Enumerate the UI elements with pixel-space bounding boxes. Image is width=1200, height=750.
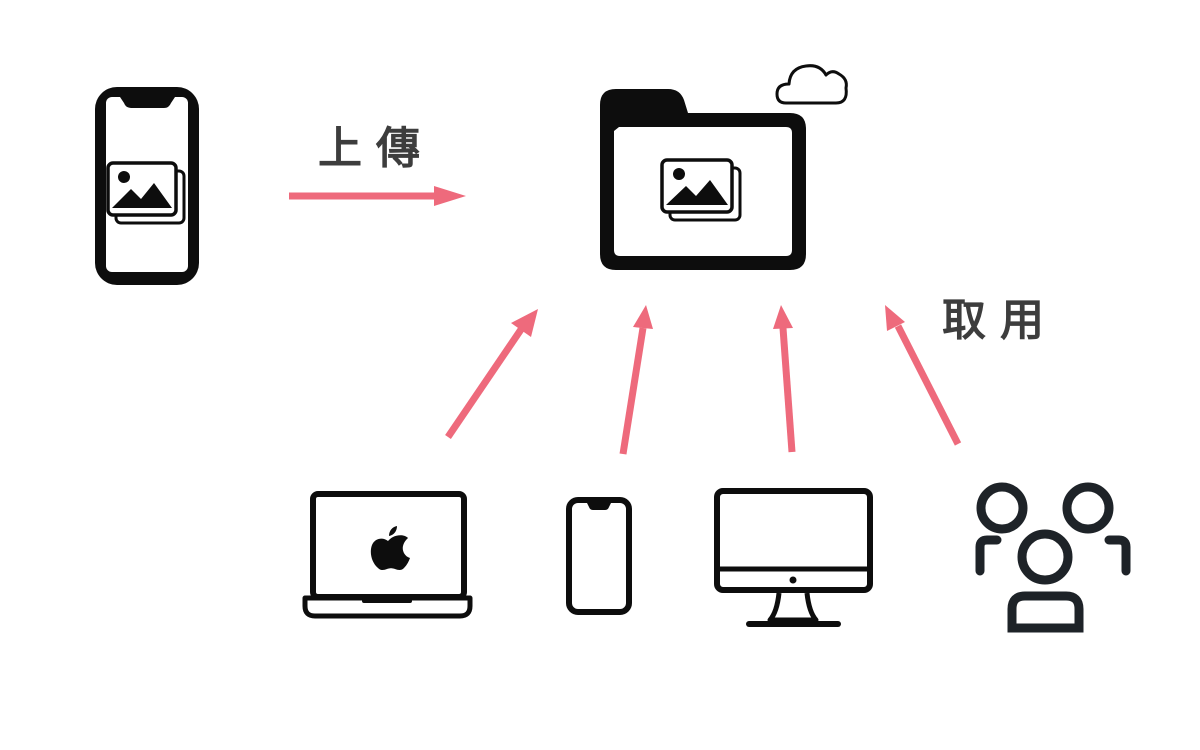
access-arrow-group xyxy=(885,305,962,446)
cloud-icon xyxy=(775,64,848,105)
folder-photos-icon xyxy=(660,158,742,222)
access-label: 取用 xyxy=(942,295,1058,346)
laptop-icon xyxy=(302,491,473,619)
upload-arrow xyxy=(289,186,466,206)
cloud-folder-icon xyxy=(600,89,806,270)
photos-icon xyxy=(106,161,186,225)
phone-icon xyxy=(566,497,632,615)
apple-logo-icon xyxy=(370,526,410,570)
source-phone-icon xyxy=(95,87,199,285)
upload-label: 上傳 xyxy=(318,123,434,174)
access-arrow-laptop xyxy=(445,309,538,439)
access-arrow-phone xyxy=(619,305,653,455)
access-arrow-desktop xyxy=(773,305,796,453)
people-group-icon xyxy=(975,482,1131,633)
desktop-icon xyxy=(714,488,873,627)
